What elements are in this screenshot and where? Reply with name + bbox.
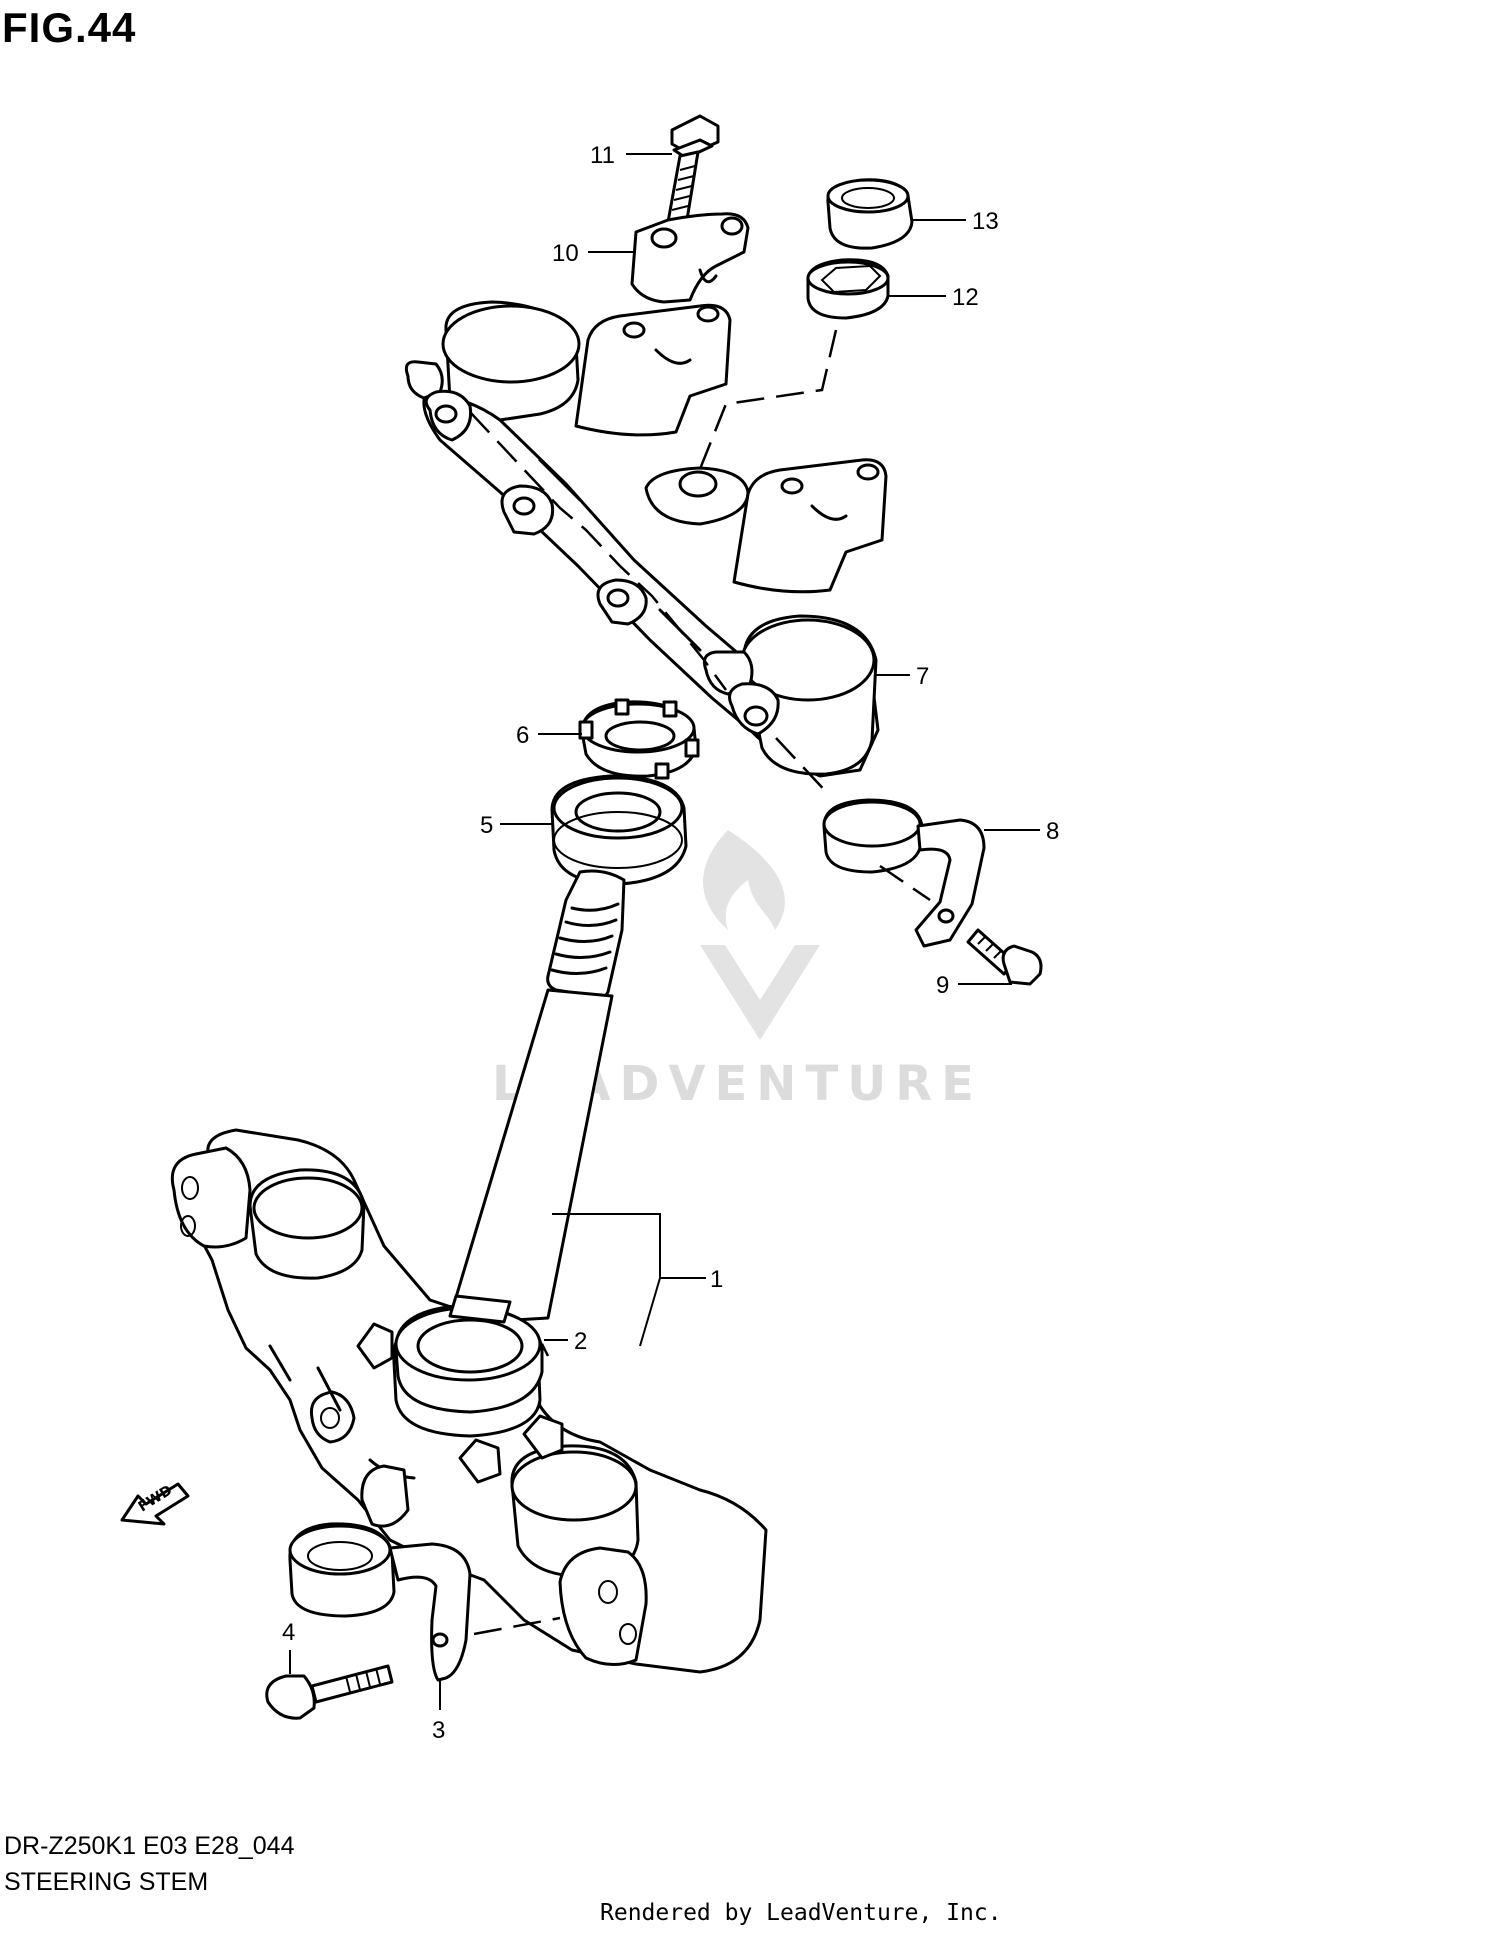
fwd-arrow-icon: FWD [120, 1482, 190, 1526]
part-4-bolt [265, 1664, 394, 1720]
part-13-stem-nut [826, 178, 914, 250]
callout-3: 3 [432, 1680, 445, 1744]
svg-text:4: 4 [282, 1619, 295, 1646]
section-name: STEERING STEM [4, 1868, 209, 1896]
svg-text:6: 6 [516, 722, 529, 749]
callout-11: 11 [590, 142, 672, 169]
part-9-bolt [966, 928, 1043, 986]
svg-text:9: 9 [936, 972, 949, 999]
svg-text:8: 8 [1046, 818, 1059, 845]
svg-text:3: 3 [432, 1717, 445, 1744]
svg-text:5: 5 [480, 812, 493, 839]
svg-text:10: 10 [552, 240, 579, 267]
callout-6: 6 [516, 722, 582, 749]
callout-12: 12 [888, 284, 979, 311]
assembly-alignment-lines [469, 329, 931, 1636]
callout-4: 4 [282, 1619, 295, 1674]
part-5-bearing [550, 774, 688, 886]
part-8-cable-guide [822, 798, 986, 948]
callout-1: 1 [552, 1213, 723, 1347]
svg-text:13: 13 [972, 208, 999, 235]
svg-text:12: 12 [952, 284, 979, 311]
svg-text:2: 2 [574, 1328, 587, 1355]
svg-text:11: 11 [590, 142, 615, 169]
part-12-washer [806, 258, 890, 320]
part-10-handlebar-holder-upper [630, 212, 750, 304]
callout-7: 7 [876, 663, 929, 690]
callout-13: 13 [912, 208, 999, 235]
callout-10: 10 [552, 240, 636, 267]
part-3-brake-hose-guide [288, 1522, 472, 1682]
part-11-bolt [666, 114, 720, 228]
part-2-lower-bearing [394, 1294, 544, 1414]
callout-8: 8 [984, 818, 1059, 845]
part-6-lock-nut [578, 698, 700, 780]
callout-9: 9 [936, 972, 1012, 999]
svg-text:1: 1 [710, 1266, 723, 1293]
callout-2: 2 [544, 1328, 587, 1355]
model-code: DR-Z250K1 E03 E28_044 [4, 1832, 295, 1860]
svg-text:7: 7 [916, 663, 929, 690]
figure-title: FIG.44 [2, 4, 137, 51]
part-1-steering-stem-lower [170, 869, 768, 1674]
callout-5: 5 [480, 812, 552, 839]
render-credit: Rendered by LeadVenture, Inc. [600, 1900, 1002, 1926]
part-7-steering-stem-upper [404, 300, 888, 778]
